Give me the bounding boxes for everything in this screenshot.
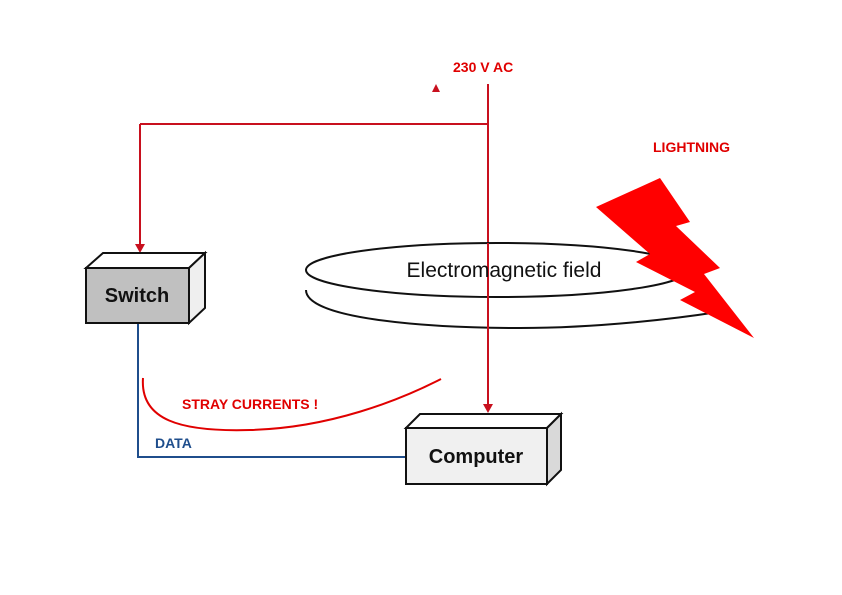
switch-front-face [85, 267, 190, 324]
computer-side-face [546, 411, 562, 487]
arrow-to-switch-icon [135, 244, 145, 253]
data-line [137, 324, 406, 458]
switch-top-face [83, 252, 208, 269]
arrow-to-computer-icon [483, 404, 493, 413]
computer-front-face [405, 427, 548, 485]
small-triangle-icon [432, 84, 440, 92]
computer-label: Computer [429, 446, 524, 468]
switch-label: Switch [105, 285, 169, 307]
lightning-label: LIGHTNING [653, 139, 730, 155]
stray-currents-label: STRAY CURRENTS ! [182, 396, 318, 412]
computer-device: Computer [403, 411, 564, 487]
power-label: 230 V AC [453, 59, 513, 75]
computer-top-face [403, 413, 564, 429]
field-lower-rim [305, 289, 719, 330]
data-label: DATA [155, 435, 192, 451]
switch-device: Switch [83, 250, 208, 326]
lightning-bolt-icon [596, 178, 754, 338]
field-label: Electromagnetic field [407, 259, 602, 282]
stray-currents-curve [141, 377, 442, 432]
electromagnetic-field: Electromagnetic field [305, 242, 719, 330]
